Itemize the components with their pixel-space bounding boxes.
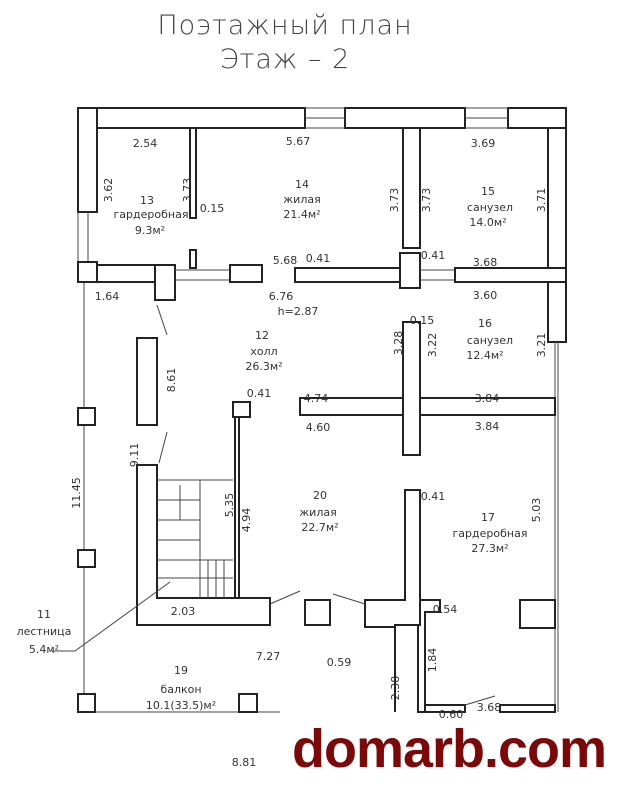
svg-text:3.28: 3.28	[392, 331, 405, 356]
staircase	[52, 479, 233, 652]
room-19: 19 балкон 10.1(33.5)м²	[146, 664, 216, 712]
doors	[156, 304, 496, 706]
svg-text:лестница: лестница	[17, 625, 72, 638]
svg-text:15: 15	[481, 185, 495, 198]
svg-text:жилая: жилая	[299, 506, 336, 519]
svg-text:5.03: 5.03	[530, 498, 543, 523]
svg-text:10.1(33.5)м²: 10.1(33.5)м²	[146, 699, 216, 712]
svg-text:14: 14	[295, 178, 309, 191]
svg-text:0.41: 0.41	[421, 249, 446, 262]
svg-text:3.71: 3.71	[535, 188, 548, 213]
dimensions: 2.54 5.67 3.69 0.15 5.68 0.41 0.41 3.68 …	[70, 135, 548, 769]
svg-text:3.68: 3.68	[477, 701, 502, 714]
room-11: 11 лестница 5.4м²	[17, 608, 72, 656]
svg-text:17: 17	[481, 511, 495, 524]
svg-text:3.84: 3.84	[475, 392, 500, 405]
svg-text:санузел: санузел	[467, 334, 513, 347]
svg-text:3.84: 3.84	[475, 420, 500, 433]
room-16: 16 санузел 12.4м²	[466, 317, 513, 362]
svg-text:0.41: 0.41	[247, 387, 272, 400]
svg-text:1.84: 1.84	[426, 648, 439, 673]
svg-text:1.64: 1.64	[95, 290, 120, 303]
walls	[77, 107, 567, 713]
room-20: 20 жилая 22.7м²	[299, 489, 338, 534]
svg-text:12.4м²: 12.4м²	[466, 349, 503, 362]
svg-text:0.41: 0.41	[421, 490, 446, 503]
svg-text:26.3м²: 26.3м²	[245, 360, 282, 373]
svg-text:жилая: жилая	[283, 193, 320, 206]
svg-text:5.67: 5.67	[286, 135, 311, 148]
svg-text:13: 13	[140, 194, 154, 207]
svg-text:2.54: 2.54	[133, 137, 158, 150]
svg-text:6.76: 6.76	[269, 290, 294, 303]
svg-text:0.41: 0.41	[306, 252, 331, 265]
room-17: 17 гардеробная 27.3м²	[453, 511, 528, 555]
svg-text:4.60: 4.60	[306, 421, 331, 434]
svg-text:12: 12	[255, 329, 269, 342]
svg-text:7.27: 7.27	[256, 650, 281, 663]
room-14: 14 жилая 21.4м²	[283, 178, 320, 221]
svg-text:5.35: 5.35	[223, 493, 236, 518]
svg-text:22.7м²: 22.7м²	[301, 521, 338, 534]
svg-text:19: 19	[174, 664, 188, 677]
svg-text:8.61: 8.61	[165, 368, 178, 393]
svg-text:5.68: 5.68	[273, 254, 298, 267]
svg-text:санузел: санузел	[467, 201, 513, 214]
svg-text:5.4м²: 5.4м²	[29, 643, 59, 656]
svg-text:3.60: 3.60	[473, 289, 498, 302]
svg-text:4.74: 4.74	[304, 392, 329, 405]
room-12: 12 холл 26.3м²	[245, 329, 282, 373]
svg-text:3.73: 3.73	[181, 178, 194, 203]
svg-text:2.03: 2.03	[171, 605, 196, 618]
svg-text:27.3м²: 27.3м²	[471, 542, 508, 555]
svg-text:балкон: балкон	[160, 683, 201, 696]
balcony-outline	[77, 282, 396, 713]
svg-text:3.73: 3.73	[388, 188, 401, 213]
svg-text:холл: холл	[250, 345, 277, 358]
svg-text:0.60: 0.60	[439, 708, 464, 721]
svg-text:3.22: 3.22	[426, 333, 439, 358]
svg-text:3.69: 3.69	[471, 137, 496, 150]
svg-text:3.73: 3.73	[420, 188, 433, 213]
svg-text:3.68: 3.68	[473, 256, 498, 269]
ceiling-height: h=2.87	[278, 305, 319, 318]
svg-text:4.94: 4.94	[240, 508, 253, 533]
svg-text:8.81: 8.81	[232, 756, 257, 769]
svg-text:3.62: 3.62	[102, 178, 115, 203]
svg-text:16: 16	[478, 317, 492, 330]
svg-text:гардеробная: гардеробная	[114, 208, 189, 221]
plan-title: Поэтажный план	[157, 10, 413, 41]
svg-text:11.45: 11.45	[70, 477, 83, 509]
svg-text:гардеробная: гардеробная	[453, 527, 528, 540]
svg-text:0.54: 0.54	[433, 603, 458, 616]
watermark: domarb.com	[292, 719, 607, 779]
room-15: 15 санузел 14.0м²	[467, 185, 513, 229]
svg-text:2.38: 2.38	[389, 676, 402, 701]
svg-text:20: 20	[313, 489, 327, 502]
svg-text:21.4м²: 21.4м²	[283, 208, 320, 221]
svg-text:11: 11	[37, 608, 51, 621]
floor-label: Этаж – 2	[219, 44, 351, 75]
svg-text:0.59: 0.59	[327, 656, 352, 669]
svg-text:0.15: 0.15	[410, 314, 435, 327]
svg-text:14.0м²: 14.0м²	[469, 216, 506, 229]
svg-text:9.11: 9.11	[128, 443, 141, 468]
svg-text:0.15: 0.15	[200, 202, 225, 215]
svg-text:3.21: 3.21	[535, 333, 548, 358]
svg-text:9.3м²: 9.3м²	[135, 224, 165, 237]
